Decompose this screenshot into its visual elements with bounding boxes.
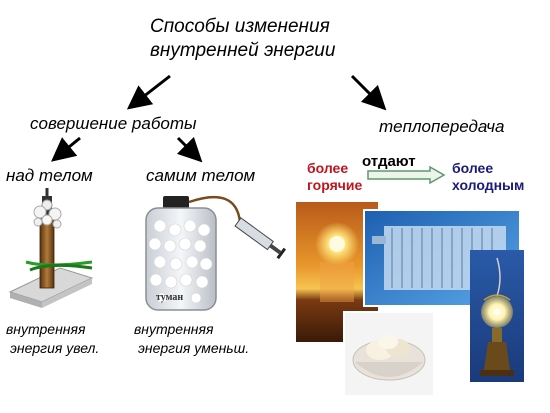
rod-apparatus-illustration [8, 188, 94, 308]
arrow-to-heat-transfer [350, 74, 387, 111]
hot-label-line-1: более [307, 160, 349, 176]
branch-work-label: совершение работы [30, 114, 197, 133]
hot-label-line-2: горячие [307, 177, 363, 193]
result-by-body-line-1: внутренняя [134, 321, 214, 337]
arrow-to-work [126, 74, 171, 110]
title-line-1: Способы изменения [150, 16, 330, 37]
oil-lamp-photo [470, 250, 524, 382]
result-by-body-line-2: энергия уменьш. [138, 340, 250, 356]
result-over-body-line-1: внутренняя [6, 321, 86, 337]
heat-flow-verb: отдают [362, 153, 416, 170]
flask-label: туман [156, 292, 184, 303]
ice-cream-photo [343, 311, 435, 397]
heat-flow-arrow [367, 165, 446, 185]
arrow-to-over-body [51, 136, 81, 162]
sub-branch-by-body-label: самим телом [146, 166, 256, 185]
cold-label-line-1: более [452, 160, 494, 176]
title-line-2: внутренней энергии [150, 40, 336, 61]
branch-heat-transfer-label: теплопередача [379, 117, 505, 136]
sub-branch-over-body-label: над телом [6, 166, 93, 185]
result-over-body-line-2: энергия увел. [10, 340, 100, 356]
arrow-to-by-body [176, 136, 203, 163]
cold-label-line-2: холодным [452, 177, 525, 193]
flask-pump-illustration [145, 195, 287, 311]
